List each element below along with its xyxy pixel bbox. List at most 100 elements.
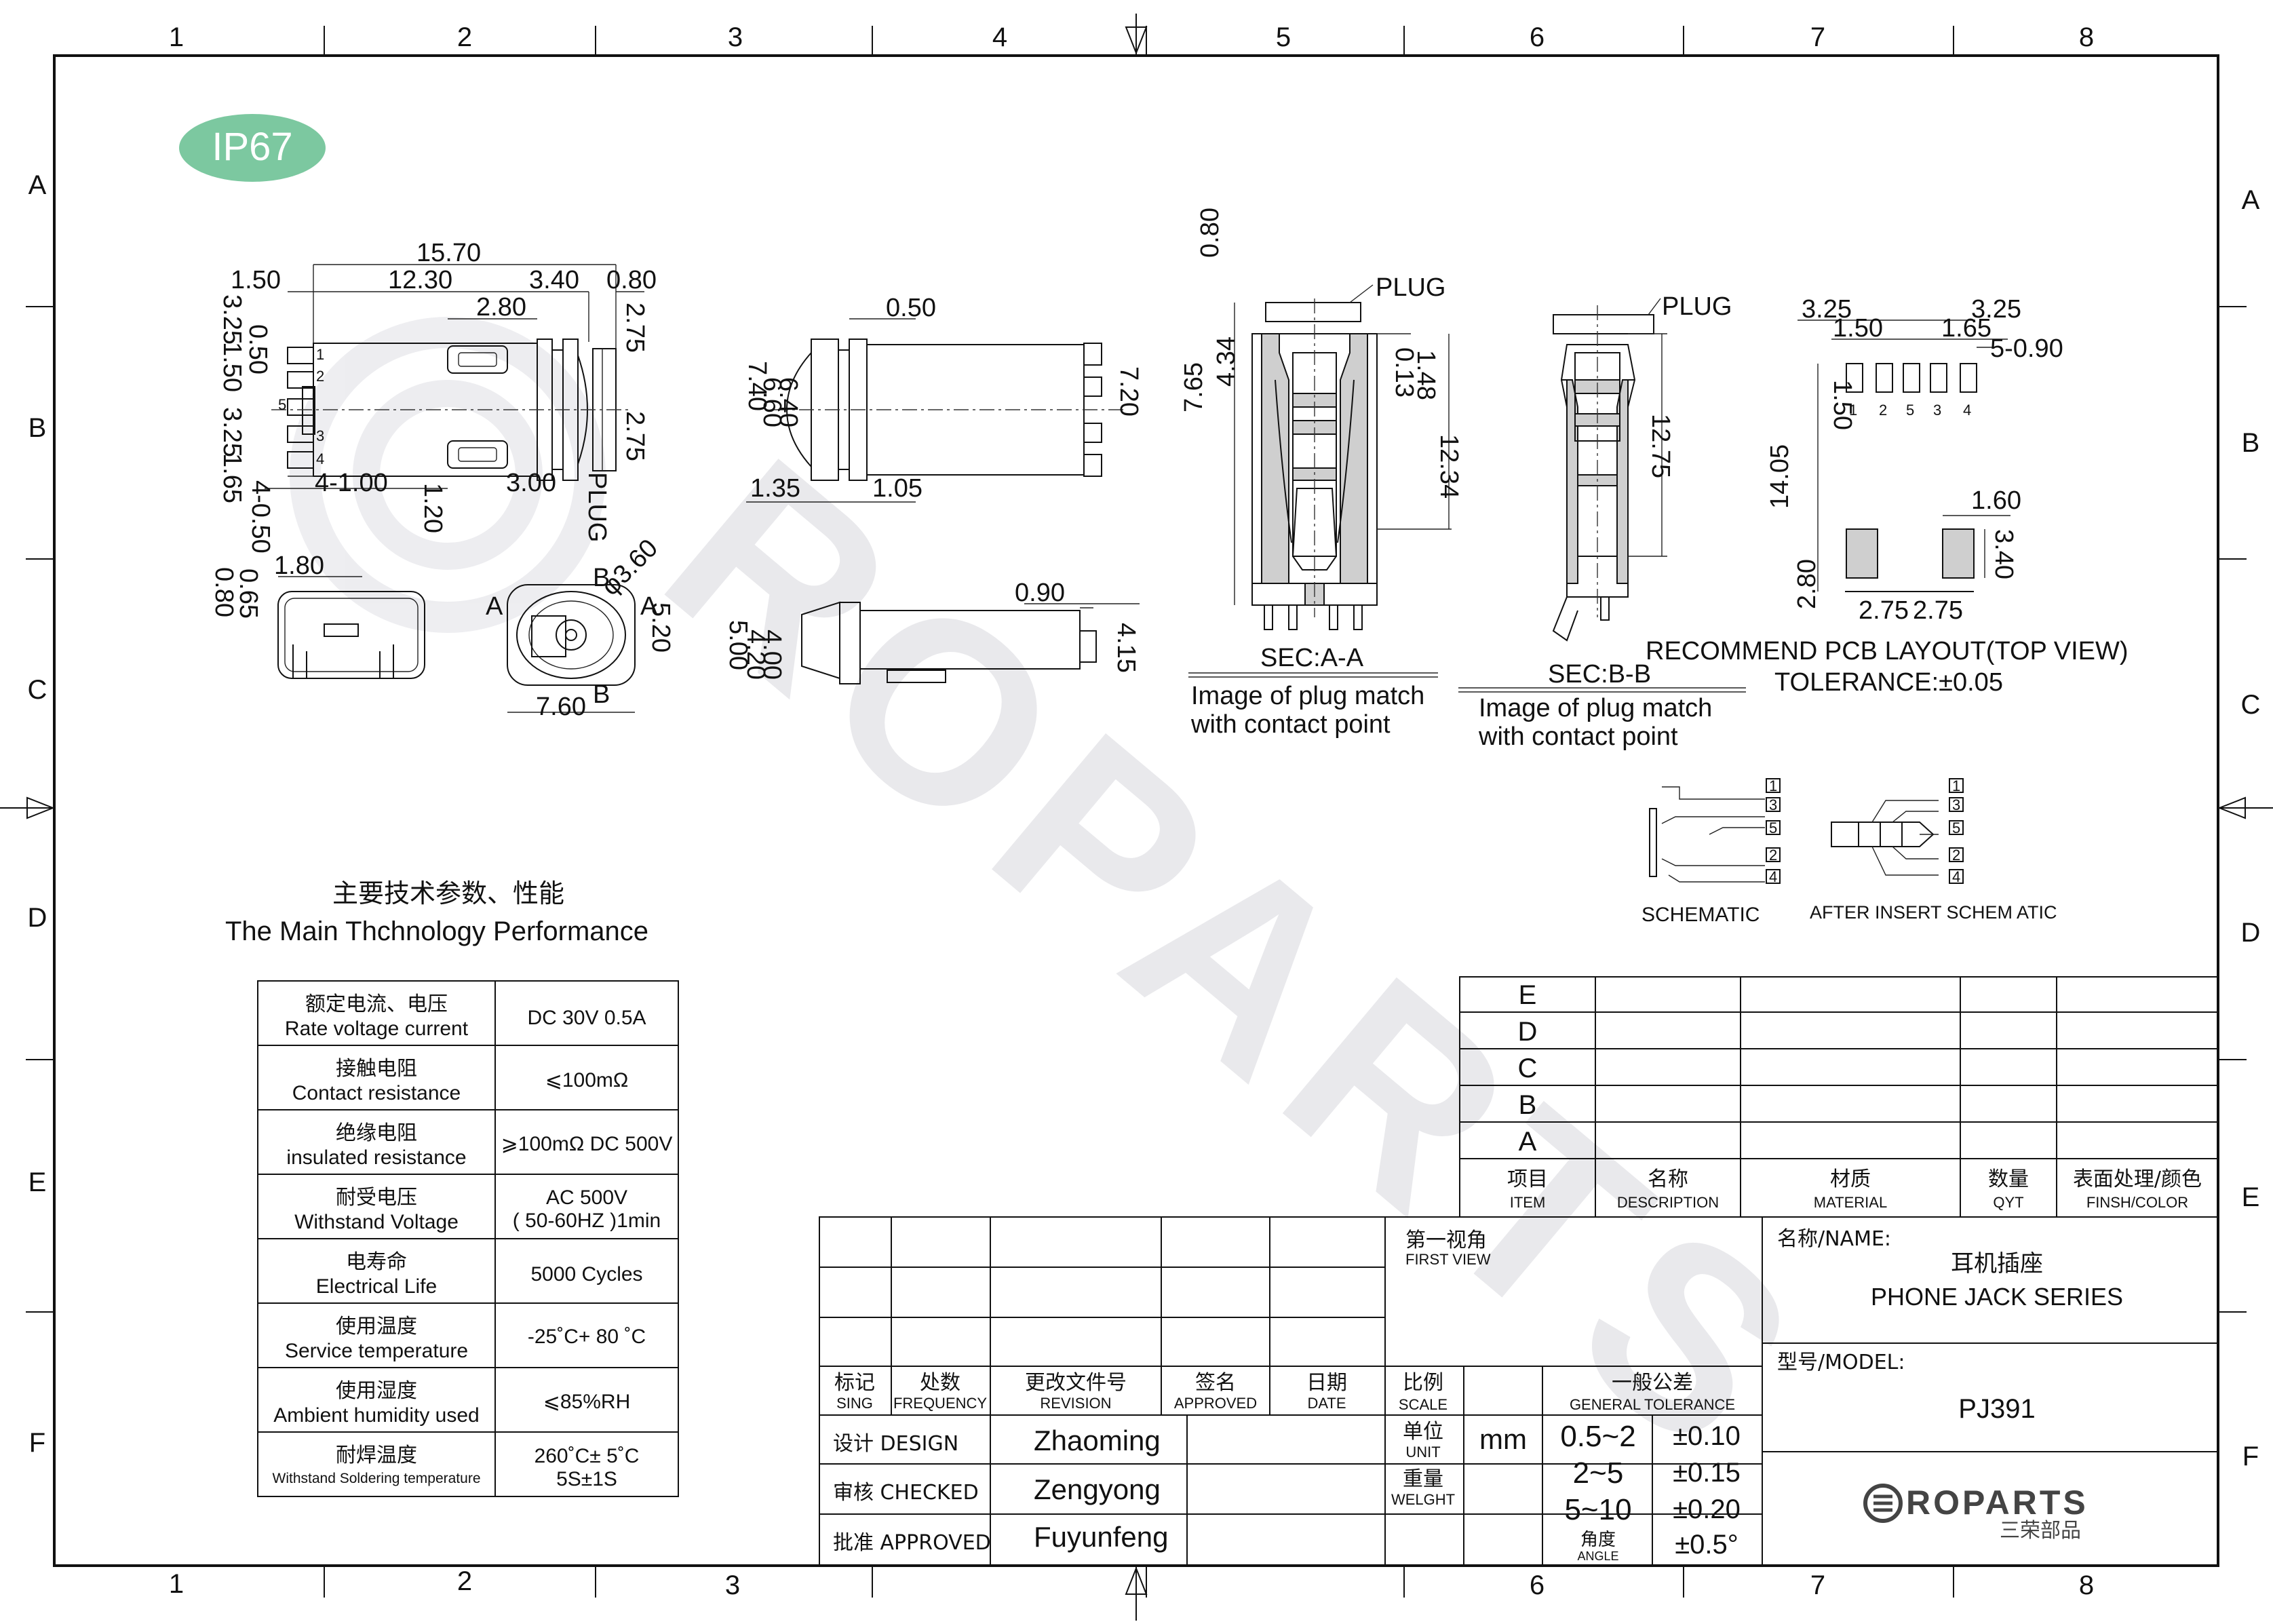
dim-label: 2.75 — [1913, 596, 1963, 625]
change-header-cn: 处数 — [920, 1371, 960, 1395]
schematic-pin: 2 — [1952, 847, 1960, 864]
pad-number: 4 — [1963, 402, 1971, 419]
revision-header-en: QYT — [1993, 1194, 2023, 1211]
dim-label: 1.50 — [218, 342, 246, 392]
dim-label: 2.75 — [621, 411, 649, 461]
param-name-cn: 耐焊温度 — [336, 1444, 417, 1467]
row-label: B — [2242, 428, 2260, 458]
model-label: 型号/MODEL: — [1777, 1351, 1905, 1374]
dim-label: 0.80 — [210, 567, 238, 617]
revision-header-en: MATERIAL — [1814, 1194, 1887, 1211]
revision-row-label: D — [1518, 1017, 1538, 1047]
dim-label: 5.20 — [646, 602, 675, 653]
section-title: SEC:A-A — [1260, 644, 1364, 672]
pin-number: 2 — [316, 368, 324, 385]
dim-label: 5-0.90 — [1990, 334, 2063, 363]
first-view-cn: 第一视角 — [1405, 1229, 1487, 1252]
param-name-en: Service temperature — [285, 1340, 468, 1362]
badge-text: IP67 — [212, 125, 292, 169]
revision-header-cn: 表面处理/颜色 — [2073, 1167, 2202, 1191]
col-label: 1 — [169, 1569, 184, 1599]
section-caption: Image of plug match — [1479, 694, 1712, 722]
dim-label: 4.15 — [1112, 623, 1140, 673]
ip67-badge: IP67 — [179, 114, 326, 182]
param-value-2: 5S±1S — [556, 1468, 617, 1490]
dim-label: 12.30 — [388, 266, 452, 294]
revision-header-en: FINSH/COLOR — [2086, 1194, 2188, 1211]
section-mark: A — [486, 592, 503, 621]
section-mark: B — [593, 680, 610, 709]
title-block: 标记 SING 处数 FREQUENCY 更改文件号 REVISION 签名 A… — [819, 1216, 2219, 1566]
col-label: 8 — [2079, 1570, 2094, 1600]
revision-header-en: ITEM — [1510, 1194, 1546, 1211]
param-name-en: Ambient humidity used — [273, 1404, 480, 1427]
revision-table: E D C B A 项目 ITEM 名称 DESCRIPTION 材质 MATE… — [1459, 976, 2219, 1218]
param-value: ⩽100mΩ — [545, 1069, 629, 1091]
col-label: 6 — [1530, 22, 1545, 52]
performance-table: 额定电流、电压 Rate voltage current DC 30V 0.5A… — [257, 980, 679, 1497]
dim-label: 3.25 — [1971, 295, 2021, 324]
col-label: 3 — [728, 22, 743, 52]
revision-row-label: B — [1519, 1090, 1537, 1120]
dim-label: 12.75 — [1646, 414, 1675, 478]
plug-label: PLUG — [1662, 292, 1732, 321]
pad-number: 1 — [1849, 402, 1857, 419]
performance-section: 主要技术参数、性能 The Main Thchnology Performanc… — [225, 878, 679, 1497]
pad-number: 5 — [1906, 402, 1914, 419]
tolerance-value: ±0.15 — [1673, 1458, 1741, 1488]
side-view-2: 0.90 5.00 4.20 4.00 4.15 — [724, 579, 1140, 684]
col-label: 3 — [725, 1570, 740, 1600]
param-name-cn: 使用温度 — [336, 1315, 417, 1338]
row-label: F — [29, 1428, 45, 1458]
param-value: DC 30V 0.5A — [527, 1007, 646, 1029]
pin-number: 3 — [316, 427, 324, 444]
param-value: ⩽85%RH — [543, 1391, 631, 1413]
dim-label: 3.40 — [529, 266, 579, 294]
dim-label: 0.90 — [1015, 579, 1065, 607]
section-caption: with contact point — [1478, 722, 1678, 751]
checked-name: Zengyong — [1034, 1473, 1161, 1505]
revision-header-cn: 材质 — [1830, 1167, 1871, 1191]
row-label: F — [2242, 1442, 2259, 1471]
param-name-en: Rate voltage current — [285, 1018, 469, 1040]
logo-text: ROPARTS — [1906, 1484, 2089, 1522]
col-label: 8 — [2079, 22, 2094, 52]
dim-label: 2.80 — [1793, 559, 1821, 609]
dim-label: 14.05 — [1766, 444, 1794, 509]
pad-number: 2 — [1879, 402, 1887, 419]
dim-label: 1.50 — [231, 266, 281, 294]
dim-label: 1.80 — [274, 552, 324, 580]
dim-label: 7.65 — [1180, 362, 1208, 412]
param-name-en: Withstand Voltage — [294, 1211, 459, 1233]
pcb-title: RECOMMEND PCB LAYOUT(TOP VIEW) — [1646, 637, 2129, 665]
schematic: 1 3 5 2 4 SCHEMATIC 1 3 5 2 4 AFTER INSE… — [1641, 777, 2057, 926]
param-name-en: Withstand Soldering temperature — [273, 1471, 481, 1486]
design-label: 设计 DESIGN — [833, 1432, 958, 1456]
pin-number: 4 — [316, 450, 324, 467]
dim-label: 6.60 — [758, 377, 786, 427]
logo-subtitle: 三荣部品 — [2000, 1519, 2081, 1543]
revision-row-label: E — [1519, 980, 1537, 1010]
dim-label: 4-1.00 — [315, 469, 388, 497]
scale-en: SCALE — [1399, 1396, 1448, 1413]
row-label: E — [28, 1167, 47, 1197]
tolerance-value: ±0.10 — [1673, 1421, 1741, 1451]
dim-label: 0.50 — [886, 294, 936, 322]
dim-label: 2.80 — [476, 293, 526, 322]
dim-label: 0.80 — [1196, 208, 1224, 258]
unit-cn: 单位 — [1403, 1420, 1443, 1444]
col-label: 2 — [457, 22, 472, 52]
revision-header-cn: 项目 — [1507, 1167, 1548, 1191]
performance-title-en: The Main Thchnology Performance — [225, 916, 648, 946]
section-mark: B — [593, 564, 610, 592]
dim-label: 2.75 — [621, 303, 649, 353]
dim-label: 2.75 — [1859, 596, 1909, 625]
pin-number: 1 — [316, 346, 324, 363]
dim-label: 4-0.50 — [246, 480, 275, 554]
param-name-cn: 电寿命 — [346, 1250, 407, 1274]
plug-label: PLUG — [1376, 273, 1445, 302]
company-logo: ROPARTS 三荣部品 — [1863, 1484, 2089, 1543]
dim-label: 12.34 — [1435, 434, 1463, 499]
